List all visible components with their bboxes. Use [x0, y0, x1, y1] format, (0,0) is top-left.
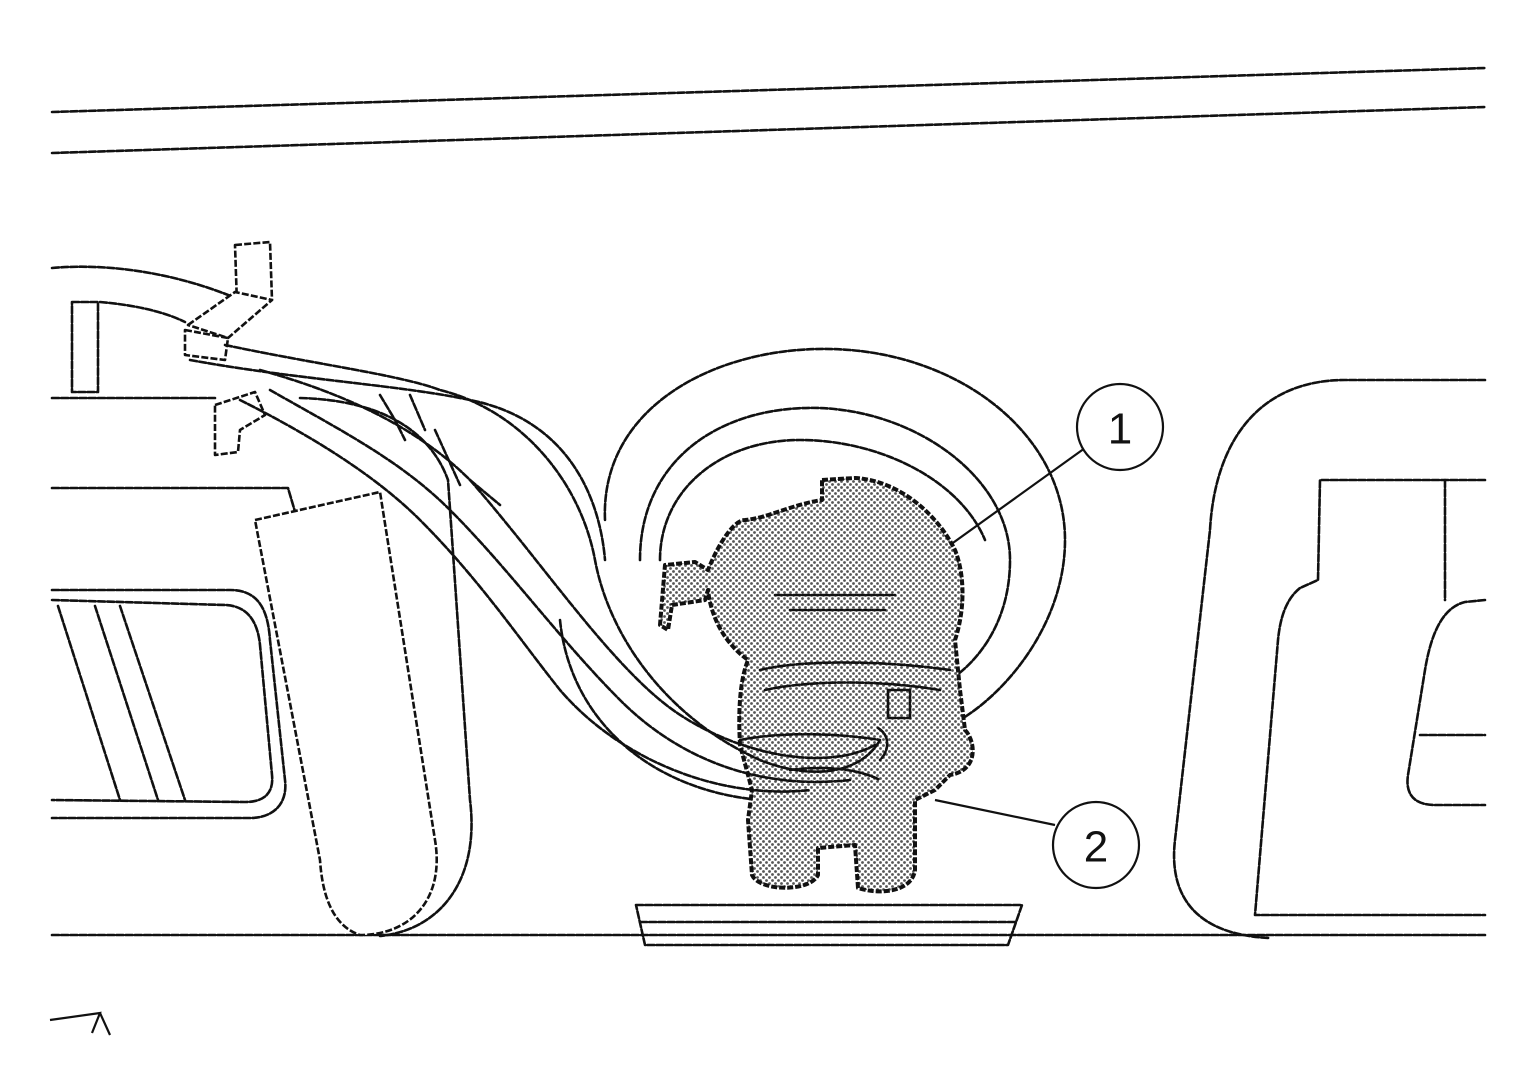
wire-connector	[183, 240, 274, 457]
callout-2-circle	[1051, 800, 1141, 890]
callout-2-leader	[934, 798, 1056, 827]
callout-2-label: 2	[1084, 823, 1108, 872]
bottom-tab	[634, 903, 1024, 947]
bulb	[658, 476, 975, 894]
callout-2: 2	[934, 798, 1141, 890]
wire-harness	[188, 343, 889, 793]
right-lamp-housing	[1172, 378, 1487, 940]
orientation-arrow-icon	[49, 1011, 112, 1036]
callout-1-label: 1	[1108, 405, 1132, 454]
callout-1-circle	[1075, 382, 1165, 472]
callout-1: 1	[949, 382, 1165, 546]
left-lamp-housing	[50, 265, 1487, 938]
body-panel-top-lines	[50, 66, 1487, 155]
callout-1-leader	[949, 447, 1086, 546]
